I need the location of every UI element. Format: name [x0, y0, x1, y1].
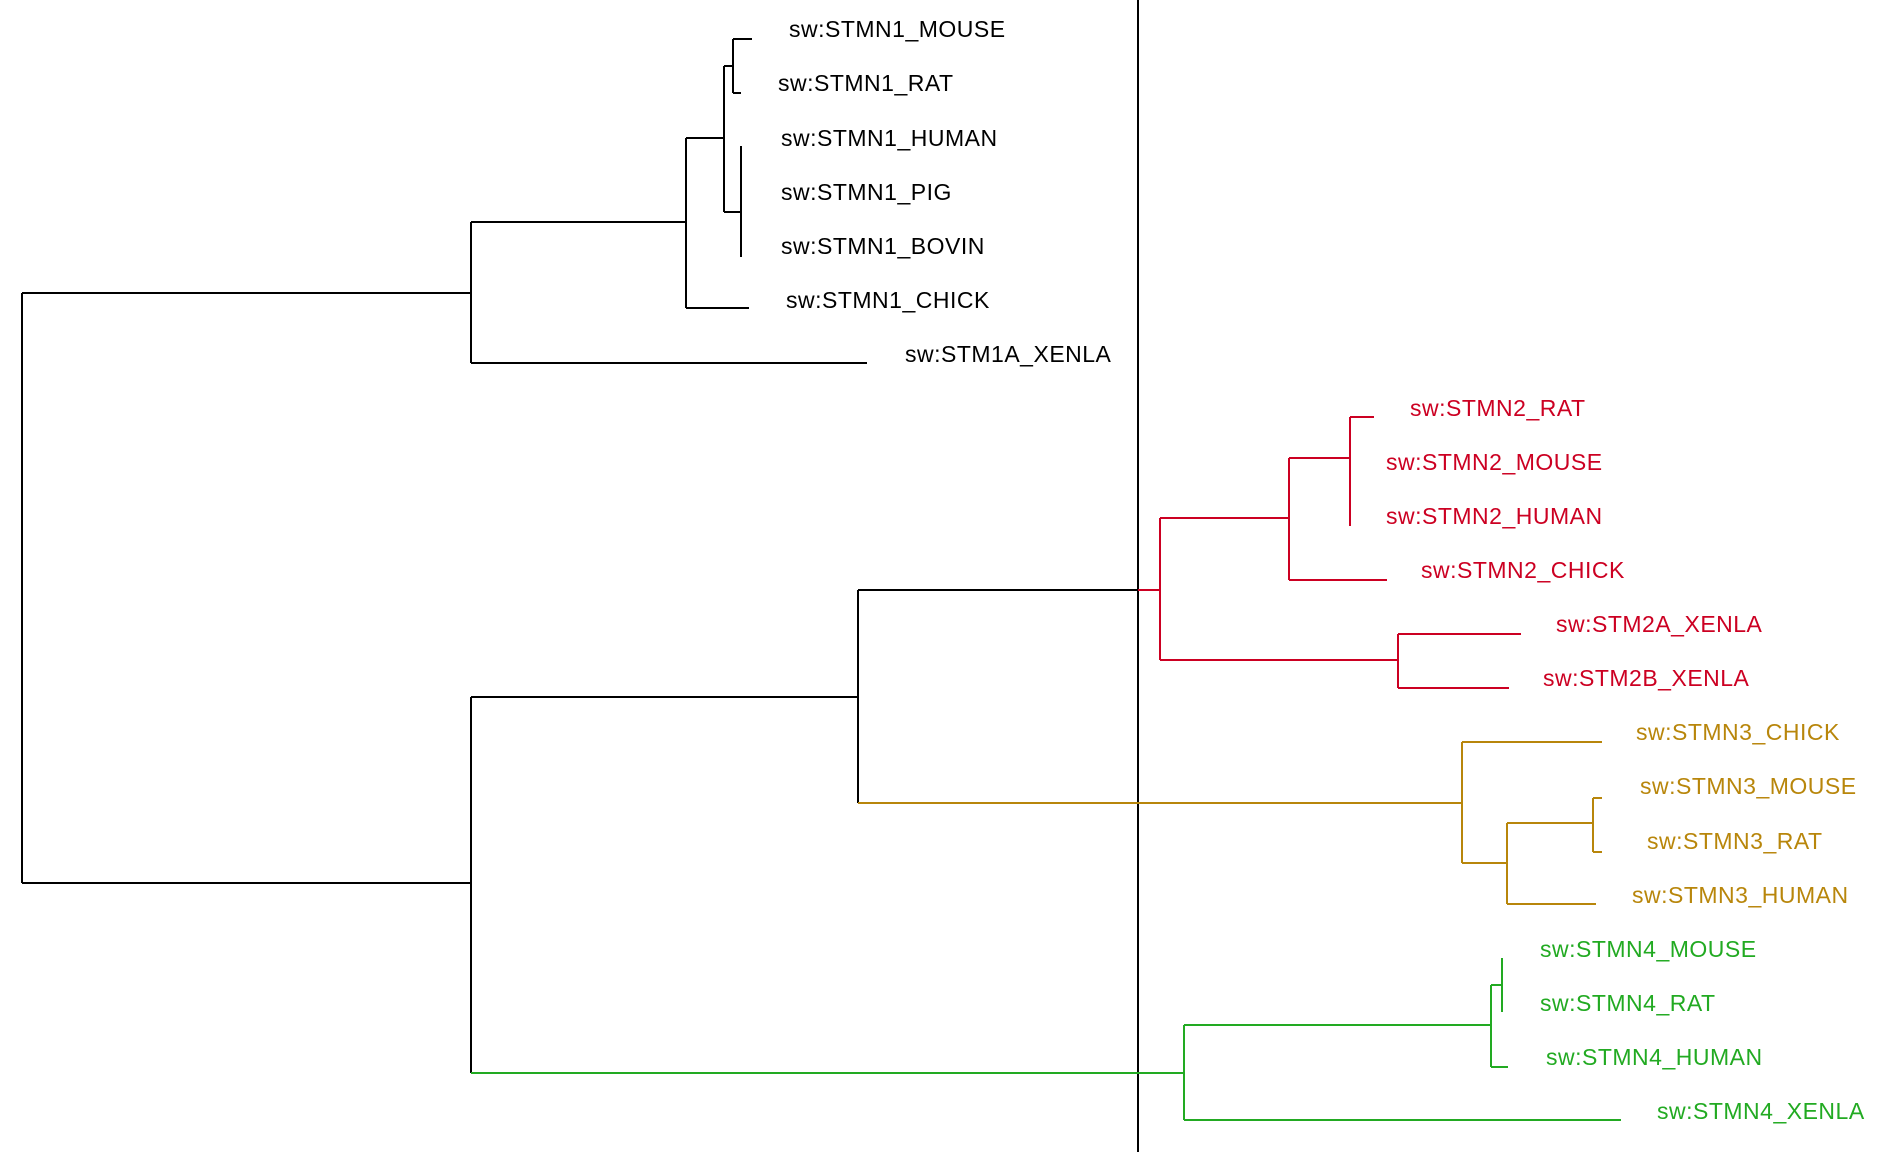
stmn2-clade [858, 416, 1521, 689]
leaf-label-stmn3-rat: sw:STMN3_RAT [1647, 828, 1823, 854]
root-branches [21, 292, 471, 884]
leaf-label-stmn1-bovin: sw:STMN1_BOVIN [781, 233, 985, 259]
leaf-label-stmn4-human: sw:STMN4_HUMAN [1546, 1044, 1763, 1070]
leaf-label-stmn4-mouse: sw:STMN4_MOUSE [1540, 936, 1757, 962]
leaf-label-stmn1-pig: sw:STMN1_PIG [781, 179, 952, 205]
leaf-label-stmn4-rat: sw:STMN4_RAT [1540, 990, 1716, 1016]
leaf-label-stm2b-xenla: sw:STM2B_XENLA [1543, 665, 1750, 691]
stmn3-clade [858, 741, 1602, 905]
leaf-label-stmn3-chick: sw:STMN3_CHICK [1636, 719, 1840, 745]
leaf-label-stmn3-human: sw:STMN3_HUMAN [1632, 882, 1849, 908]
stmn1-clade [470, 38, 867, 364]
stem-2-3-4 [470, 590, 859, 1073]
leaf-label-stm2a-xenla: sw:STM2A_XENLA [1556, 611, 1763, 637]
leaf-label-stmn2-human: sw:STMN2_HUMAN [1386, 503, 1603, 529]
leaf-label-stmn4-xenla: sw:STMN4_XENLA [1657, 1098, 1865, 1124]
leaf-label-stmn1-rat: sw:STMN1_RAT [778, 70, 954, 96]
leaf-label-stmn2-mouse: sw:STMN2_MOUSE [1386, 449, 1603, 475]
stmn4-clade [471, 958, 1621, 1121]
leaf-label-stm1a-xenla: sw:STM1A_XENLA [905, 341, 1112, 367]
leaf-label-stmn1-human: sw:STMN1_HUMAN [781, 125, 998, 151]
leaf-labels: sw:STMN1_MOUSE sw:STMN1_RAT sw:STMN1_HUM… [778, 16, 1865, 1124]
leaf-label-stmn2-chick: sw:STMN2_CHICK [1421, 557, 1625, 583]
leaf-label-stmn1-mouse: sw:STMN1_MOUSE [789, 16, 1006, 42]
leaf-label-stmn3-mouse: sw:STMN3_MOUSE [1640, 773, 1857, 799]
leaf-label-stmn2-rat: sw:STMN2_RAT [1410, 395, 1586, 421]
leaf-label-stmn1-chick: sw:STMN1_CHICK [786, 287, 990, 313]
